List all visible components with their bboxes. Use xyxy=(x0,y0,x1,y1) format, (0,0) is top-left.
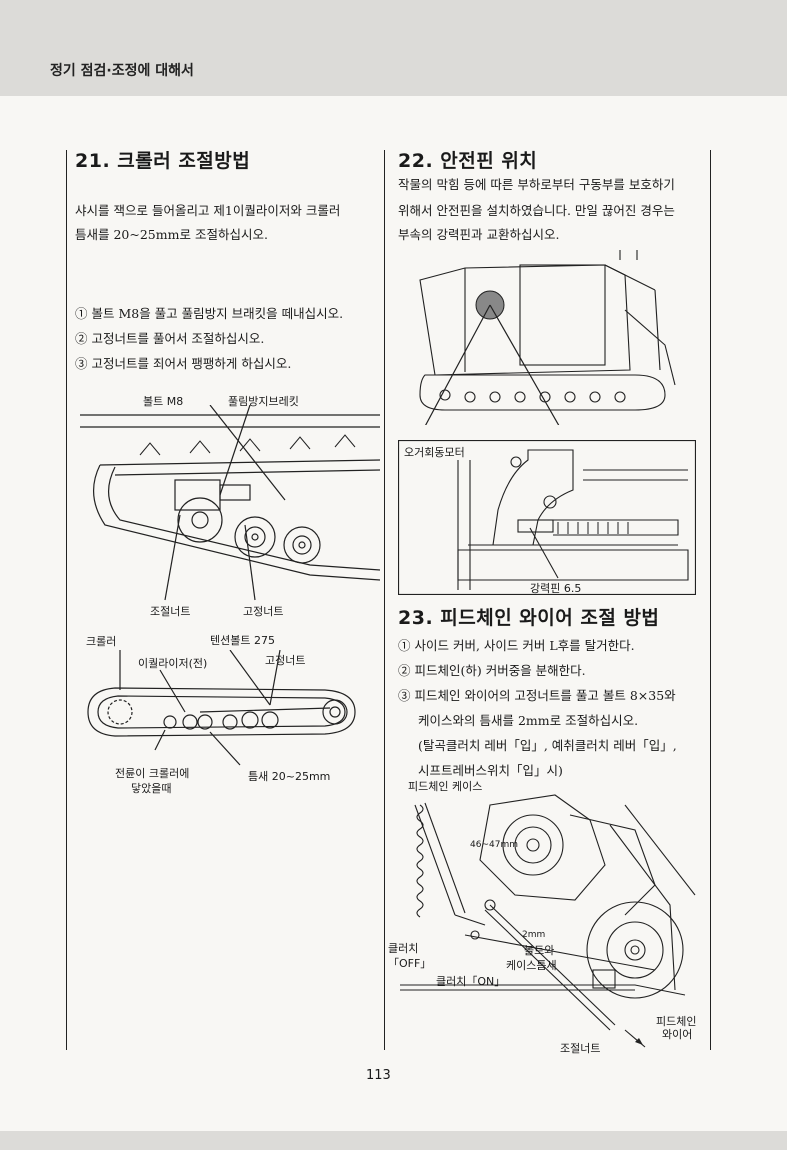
combine-harvester-figure xyxy=(419,250,676,425)
section-23-title: 23. 피드체인 와이어 조절 방법 xyxy=(398,607,660,629)
motor-label: 오거회동모터 xyxy=(404,444,465,460)
section-22-line-3: 부속의 강력핀과 교환하십시오. xyxy=(398,227,560,242)
fig1-adjust-nut-label: 조절너트 xyxy=(150,605,191,618)
section-21-intro-line-1: 샤시를 잭으로 들어올리고 제1이퀄라이저와 크롤러 xyxy=(75,203,341,218)
footer-bar xyxy=(0,1131,787,1150)
section-23-step-3: ③ 피드체인 와이어의 고정너트를 풀고 볼트 8×35와 xyxy=(398,688,676,703)
fig2-equalizer-label: 이퀄라이저(전) xyxy=(138,657,208,670)
feed-chain-dim-2-label: 2mm xyxy=(522,930,546,940)
crawler-mechanism-figure xyxy=(80,405,380,601)
fig1-fix-nut-label: 고정너트 xyxy=(243,605,284,618)
fig2-gap-label: 틈새 20~25mm xyxy=(248,770,331,783)
feed-chain-dim-1-label: 46~47mm xyxy=(470,840,518,850)
fig2-crawler-label: 크롤러 xyxy=(86,635,117,648)
fig2-tension-bolt-label: 텐션볼트 275 xyxy=(210,634,275,647)
feed-chain-wire-label-2: 와이어 xyxy=(662,1028,693,1041)
center-column-rule xyxy=(384,150,385,1050)
header-bar xyxy=(0,0,787,96)
bolt-gap-label-2: 케이스틈새 xyxy=(506,959,557,972)
fig1-bolt-label: 볼트 M8 xyxy=(143,395,184,408)
clutch-on-label: 클러치「ON」 xyxy=(436,975,506,988)
page-number: 113 xyxy=(366,1068,391,1083)
clutch-off-label-1: 클러치 xyxy=(388,942,419,955)
section-23-cont-3: 시프트레버스위치「입」시) xyxy=(418,763,563,778)
section-23-cont-2: (탈곡클러치 레버「입」, 예취클러치 레버「입」, xyxy=(418,738,677,753)
auger-motor-detail-figure xyxy=(398,440,696,595)
section-21-intro-line-2: 틈새를 20~25mm로 조절하십시오. xyxy=(75,227,268,242)
clutch-off-label-2: 「OFF」 xyxy=(388,957,432,970)
section-23-cont-1: 케이스와의 틈새를 2mm로 조절하십시오. xyxy=(418,713,639,728)
section-21-step-2: ② 고정너트를 풀어서 조절하십시오. xyxy=(75,331,265,346)
feed-chain-wire-figure xyxy=(400,794,696,1048)
page-header-title: 정기 점검·조정에 대해서 xyxy=(50,63,194,79)
right-column-rule xyxy=(710,150,711,1050)
section-22-title: 22. 안전핀 위치 xyxy=(398,150,538,172)
crawler-schematic-figure xyxy=(87,650,356,766)
section-21-title: 21. 크롤러 조절방법 xyxy=(75,150,251,172)
section-23-step-1: ① 사이드 커버, 사이드 커버 L후를 탈거한다. xyxy=(398,638,635,653)
fig2-front-wheel-label-1: 전륜이 크롤러에 xyxy=(115,767,190,780)
feed-chain-case-label: 피드체인 케이스 xyxy=(408,778,483,794)
fig2-front-wheel-label-2: 닿았을때 xyxy=(131,782,172,795)
feed-chain-wire-label-1: 피드체인 xyxy=(656,1015,697,1028)
section-21-step-3: ③ 고정너트를 죄어서 팽팽하게 하십시오. xyxy=(75,356,292,371)
fig2-fix-nut-label: 고정너트 xyxy=(265,654,306,667)
section-22-line-1: 작물의 막힘 등에 따른 부하로부터 구동부를 보호하기 xyxy=(398,177,675,192)
safety-pin-label: 강력핀 6.5 xyxy=(530,582,582,595)
section-21-step-1: ① 볼트 M8을 풀고 풀림방지 브래킷을 떼내십시오. xyxy=(75,306,344,321)
feed-chain-adjust-nut-label: 조절너트 xyxy=(560,1042,601,1055)
left-column-rule xyxy=(66,150,67,1050)
page-body xyxy=(0,96,787,1131)
bolt-gap-label-1: 볼트와 xyxy=(524,944,555,957)
section-23-step-2: ② 피드체인(하) 커버중을 분해한다. xyxy=(398,663,586,678)
section-22-line-2: 위해서 안전핀을 설치하였습니다. 만일 끊어진 경우는 xyxy=(398,203,675,218)
fig1-bracket-label: 풀림방지브레킷 xyxy=(228,395,299,408)
